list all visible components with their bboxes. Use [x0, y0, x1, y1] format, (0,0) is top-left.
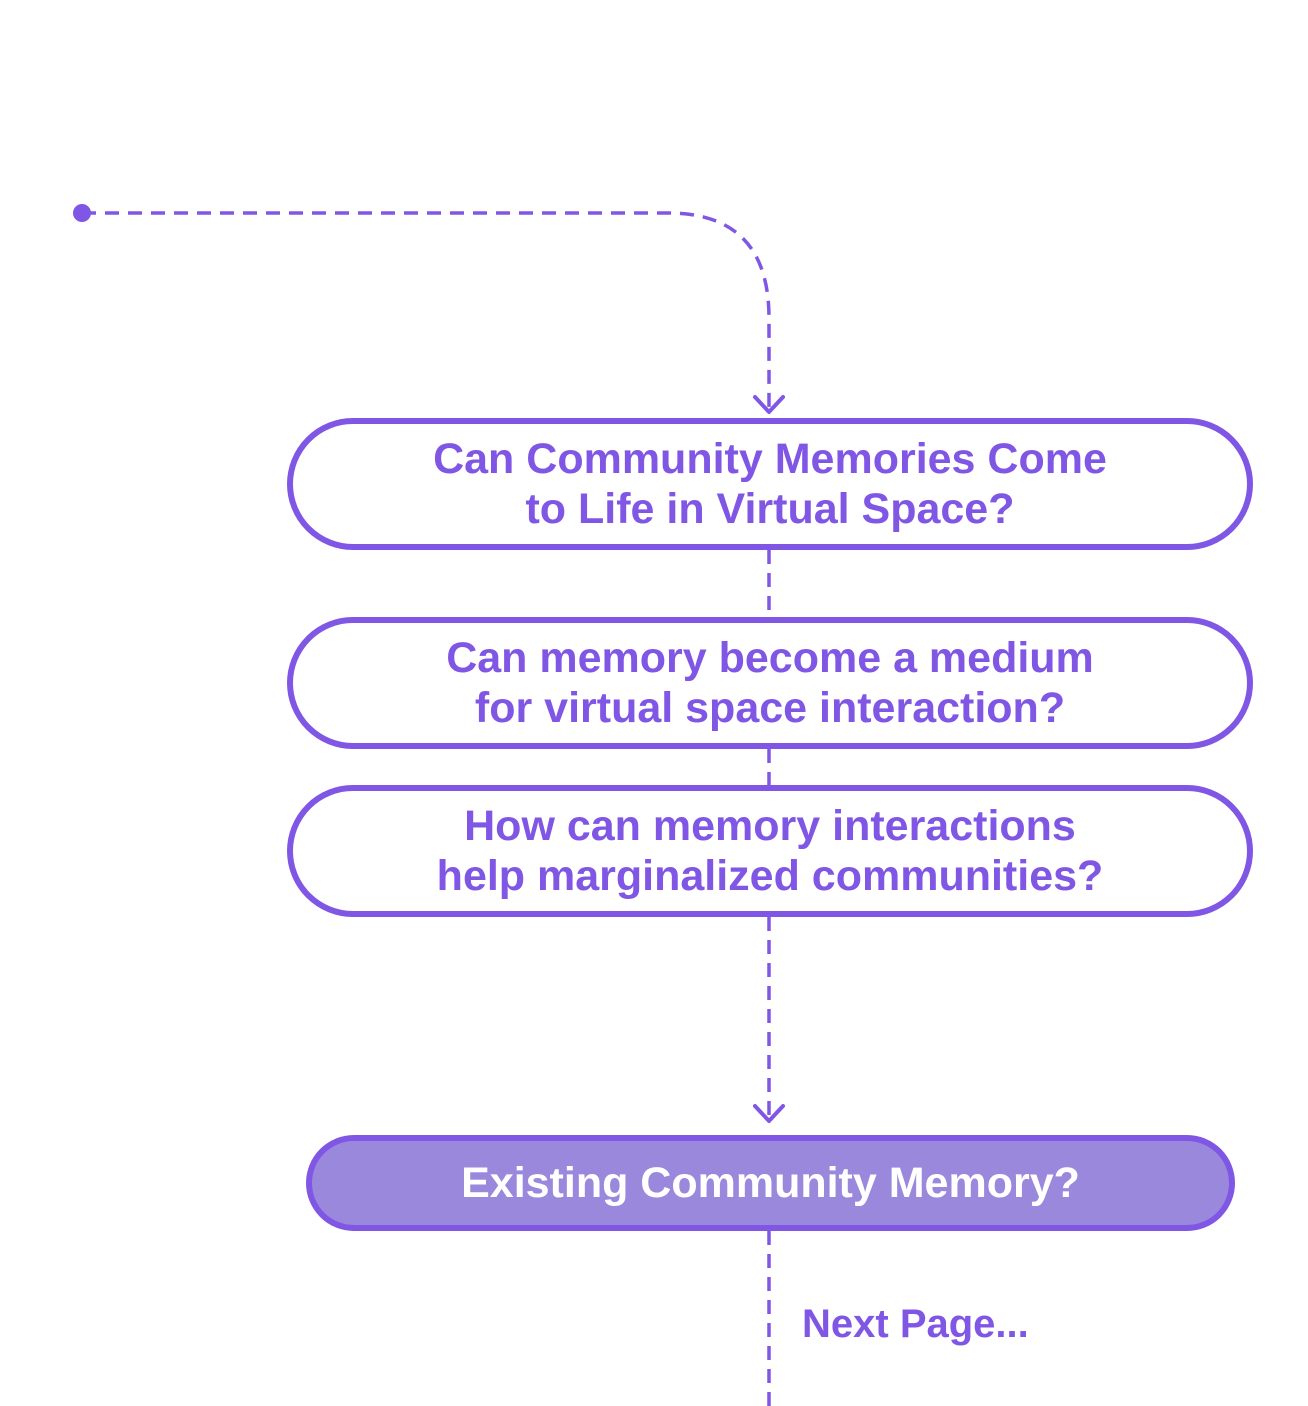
- question-node-marginalized-communities: How can memory interactions help margina…: [287, 785, 1253, 917]
- next-page-link[interactable]: Next Page...: [802, 1302, 1029, 1346]
- question-node-label: How can memory interactions help margina…: [436, 802, 1104, 900]
- question-node-label: Can memory become a medium for virtual s…: [446, 634, 1094, 732]
- entry-connector: [82, 211, 771, 410]
- question-node-community-memories: Can Community Memories Come to Life in V…: [287, 418, 1253, 550]
- question-node-label: Can Community Memories Come to Life in V…: [433, 435, 1107, 533]
- existing-community-memory-node: Existing Community Memory?: [306, 1135, 1235, 1231]
- highlight-node-label: Existing Community Memory?: [461, 1159, 1080, 1207]
- connector-3-4-arrowhead: [753, 1104, 785, 1123]
- question-node-memory-medium: Can memory become a medium for virtual s…: [287, 617, 1253, 749]
- entry-arrowhead: [753, 395, 785, 414]
